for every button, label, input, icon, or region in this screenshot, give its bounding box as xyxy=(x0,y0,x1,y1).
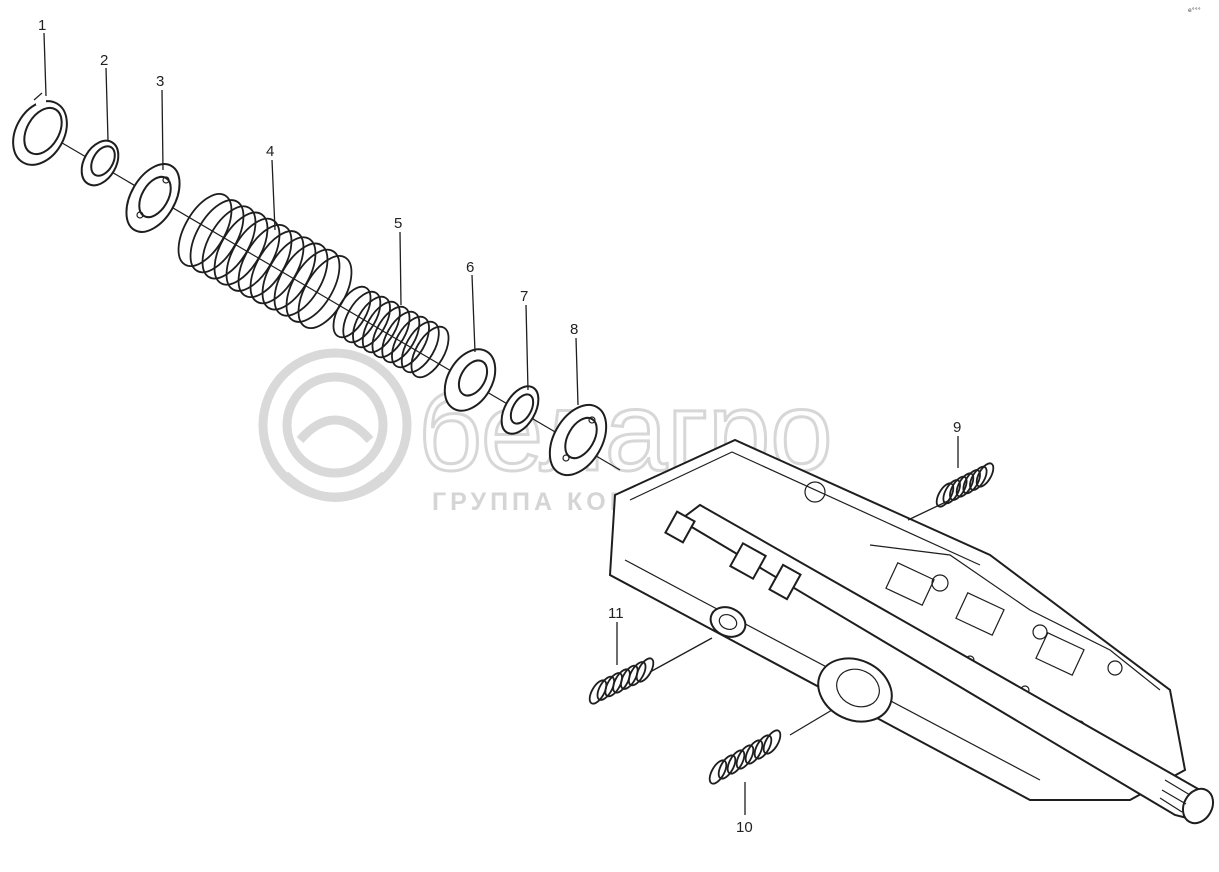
part-1-snap-ring xyxy=(12,92,68,166)
inner-spring-coil xyxy=(371,305,411,359)
part-10-spring xyxy=(708,729,782,785)
part-4-outer-spring xyxy=(177,193,353,329)
part-3-spring-plate xyxy=(125,163,181,233)
inner-spring-coil xyxy=(332,285,372,339)
leader-10-to-housing xyxy=(789,709,833,736)
callout-11: 11 xyxy=(608,605,624,622)
callout-6: 6 xyxy=(466,259,474,276)
corner-mark: е°°° xyxy=(1188,7,1201,14)
callout-7: 7 xyxy=(520,288,528,305)
inner-spring-coil xyxy=(391,315,430,369)
leader-3 xyxy=(161,89,164,171)
outer-spring-coil xyxy=(201,205,257,280)
inner-spring-coil xyxy=(410,325,450,379)
inner-spring-coil xyxy=(400,320,440,374)
callout-labels: 1 2 3 4 5 6 7 8 9 10 11 xyxy=(38,17,961,836)
callout-3: 3 xyxy=(156,73,164,90)
inner-spring-coil xyxy=(381,310,421,364)
inner-spring-coil xyxy=(352,295,391,349)
callout-4: 4 xyxy=(266,143,274,160)
leader-lines xyxy=(43,32,959,815)
leader-2 xyxy=(105,67,109,141)
callout-8: 8 xyxy=(570,321,578,338)
part-5-inner-spring xyxy=(332,285,450,379)
spring-11-coil xyxy=(635,657,655,683)
leader-7 xyxy=(525,304,529,391)
leader-11-to-housing xyxy=(649,637,713,673)
part-8-plate xyxy=(548,403,608,477)
inner-spring-coil xyxy=(342,290,382,344)
outer-spring-coil xyxy=(273,242,329,317)
callout-1: 1 xyxy=(38,17,46,34)
outer-spring-coil xyxy=(189,199,245,274)
leader-1 xyxy=(43,32,47,97)
outer-spring-coil xyxy=(177,193,233,267)
leader-6 xyxy=(471,274,476,353)
outer-spring-coil xyxy=(249,230,305,305)
part-7-ring xyxy=(500,385,540,435)
part-6-washer xyxy=(443,348,497,412)
spring-10-coil xyxy=(762,729,782,755)
watermark-logo-icon xyxy=(258,348,412,502)
part-9-spring xyxy=(935,462,995,508)
part-11-spring xyxy=(588,657,655,705)
inner-spring-coil xyxy=(361,300,401,354)
outer-spring-coil xyxy=(285,248,341,323)
callout-9: 9 xyxy=(953,419,961,436)
callout-10: 10 xyxy=(736,819,753,836)
spring-9-coil xyxy=(975,462,995,488)
callout-5: 5 xyxy=(394,215,402,232)
spool-shaft xyxy=(664,503,1215,825)
leader-9-to-housing xyxy=(907,499,951,521)
part-2-ring xyxy=(80,139,120,187)
outer-spring-coil xyxy=(213,211,269,286)
leader-4 xyxy=(271,159,276,231)
leader-8 xyxy=(575,337,579,406)
spring-9-coil xyxy=(969,465,988,491)
leader-5 xyxy=(399,231,402,306)
outer-spring-coil xyxy=(261,236,317,311)
callout-2: 2 xyxy=(100,52,108,69)
outer-spring-coil xyxy=(237,224,293,298)
